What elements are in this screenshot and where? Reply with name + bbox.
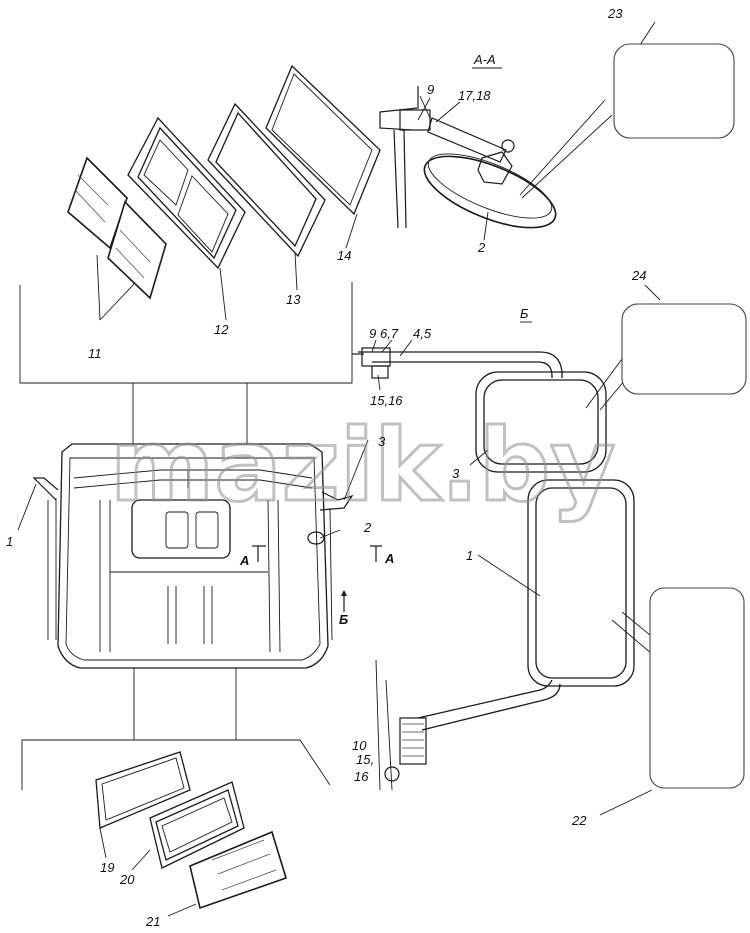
label-11: 11 — [88, 346, 102, 361]
glass-pane-11a — [67, 156, 128, 250]
label-23: 23 — [607, 6, 623, 21]
label-19: 19 — [100, 860, 114, 875]
label-arrow-b: Б — [339, 612, 348, 627]
window-seal-20 — [149, 781, 245, 869]
label-4-5: 4,5 — [413, 326, 432, 341]
label-section-b: Б — [520, 306, 529, 321]
window-glass-19 — [95, 751, 191, 829]
mirror-23 — [613, 43, 735, 139]
mirror-3 — [475, 371, 607, 473]
leader-lines-top — [19, 213, 358, 445]
label-1-cab: 1 — [6, 534, 13, 549]
section-a-a-detail — [379, 21, 656, 241]
label-2-cab: 2 — [363, 520, 372, 535]
label-16: 16 — [354, 769, 369, 784]
section-b-detail — [352, 284, 661, 816]
label-2-aa: 2 — [477, 240, 486, 255]
window-glass-21 — [189, 830, 287, 910]
label-14: 14 — [337, 248, 351, 263]
cab-front-view — [17, 439, 382, 669]
glass-pane-11b — [107, 200, 167, 300]
mirror-1 — [527, 479, 635, 687]
label-20: 20 — [119, 872, 135, 887]
label-12: 12 — [214, 322, 229, 337]
leader-lines-bottom — [21, 668, 331, 790]
label-9-aa: 9 — [427, 82, 434, 97]
label-15: 15, — [356, 752, 374, 767]
label-3-mirror: 3 — [452, 466, 460, 481]
label-cut-a-right: А — [384, 551, 394, 566]
watermark: mazik.by — [110, 407, 615, 524]
label-13: 13 — [286, 292, 301, 307]
label-section-a-a: А-А — [473, 52, 496, 67]
label-9-b: 9 — [369, 326, 376, 341]
label-17-18: 17,18 — [458, 88, 491, 103]
label-3-cab: 3 — [378, 434, 386, 449]
exploded-front-windows — [67, 64, 381, 300]
label-24: 24 — [631, 268, 646, 283]
window-seal-12 — [127, 116, 246, 270]
label-15-16-b: 15,16 — [370, 393, 403, 408]
cab-center-window — [131, 499, 231, 559]
window-seal-13 — [207, 102, 326, 258]
label-10: 10 — [352, 738, 367, 753]
exploded-rear-windows — [95, 751, 287, 917]
label-22: 22 — [571, 813, 587, 828]
label-cut-a-left: А — [239, 553, 249, 568]
mirror-section-2 — [423, 155, 557, 229]
mirror-22 — [649, 587, 745, 789]
window-glass-14 — [265, 64, 381, 216]
label-1-mirror: 1 — [466, 548, 473, 563]
label-6-7: 6,7 — [380, 326, 399, 341]
mirror-24 — [621, 303, 747, 395]
label-21: 21 — [145, 914, 160, 929]
